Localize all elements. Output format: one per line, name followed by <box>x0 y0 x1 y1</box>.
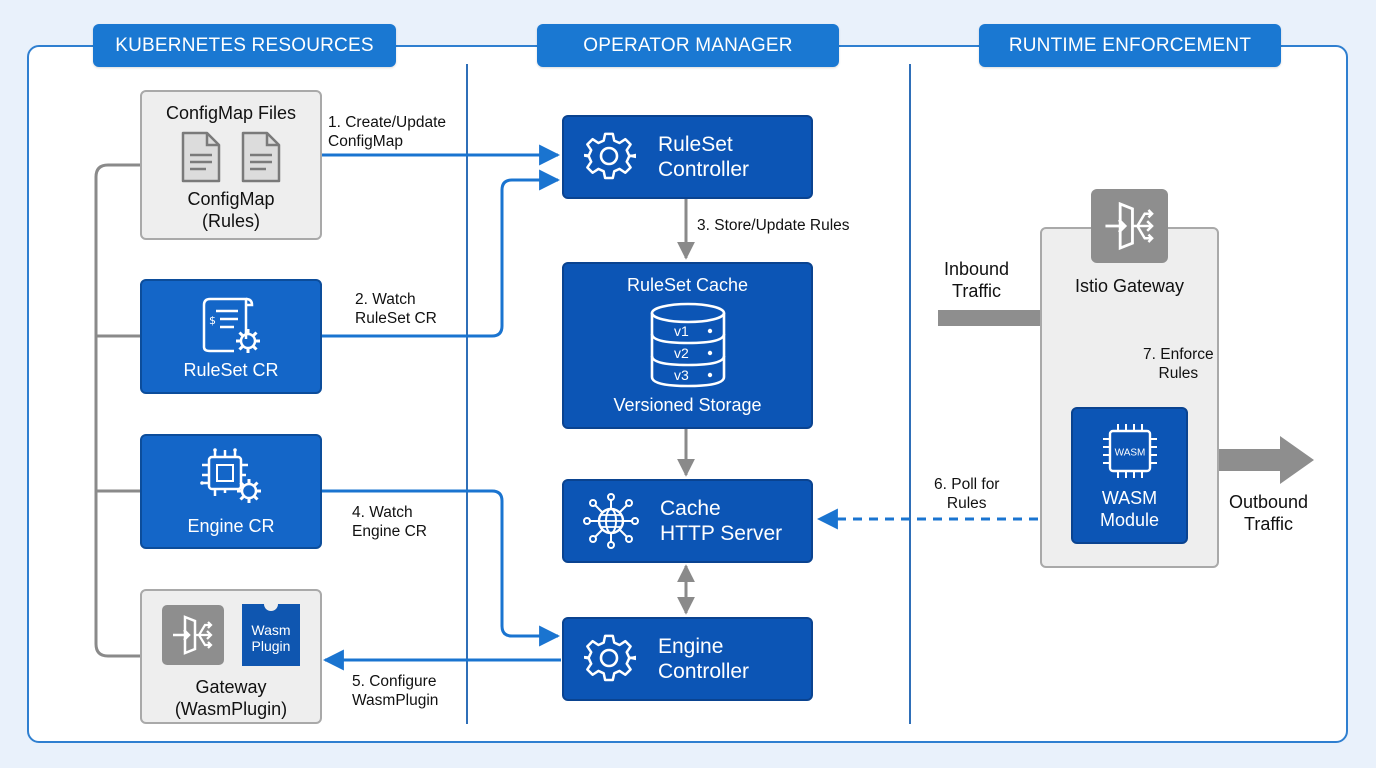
gateway-node[interactable]: Wasm Plugin Gateway (WasmPlugin) <box>140 589 322 724</box>
gear-icon <box>584 132 636 180</box>
svg-text:$: $ <box>209 314 216 327</box>
section-header-operator: OPERATOR MANAGER <box>537 24 839 67</box>
globe-network-icon <box>583 493 639 549</box>
istio-gateway-label: Istio Gateway <box>1074 276 1185 296</box>
cache-version: v1 <box>674 323 689 339</box>
cache-version: v3 <box>674 367 689 383</box>
gear-icon <box>584 634 636 682</box>
document-icon <box>241 131 281 183</box>
configmap-files-label: ConfigMap Files <box>165 103 297 123</box>
gateway-icons: Wasm Plugin <box>162 604 300 666</box>
ruleset-controller-label: RuleSet Controller <box>658 133 750 181</box>
inbound-traffic-label: Inbound Traffic <box>944 259 1010 301</box>
circuit-gear-icon <box>200 447 261 503</box>
ruleset-controller-node[interactable]: RuleSet Controller <box>562 115 813 199</box>
arrow-watch-engine <box>322 489 561 647</box>
step-2-label: 2. Watch RuleSet CR <box>355 291 437 327</box>
ruleset-cr-label: RuleSet CR <box>183 359 279 380</box>
gateway-label: Gateway (WasmPlugin) <box>174 677 288 719</box>
configmap-rules-label: ConfigMap (Rules) <box>187 189 275 231</box>
step-3-label: 3. Store/Update Rules <box>697 217 850 234</box>
section-header-kubernetes: KUBERNETES RESOURCES <box>93 24 396 67</box>
wasm-plugin-badge-label: Wasm Plugin <box>251 622 291 654</box>
configmap-node[interactable]: ConfigMap Files ConfigMap (Rules) <box>140 90 322 240</box>
outbound-traffic-label: Outbound Traffic <box>1229 492 1309 534</box>
step-1-label: 1. Create/Update ConfigMap <box>328 114 447 150</box>
step-6-label: 6. Poll for Rules <box>934 476 1000 512</box>
step-5-label: 5. Configure WasmPlugin <box>352 673 439 709</box>
cache-http-server-label: Cache HTTP Server <box>660 497 783 545</box>
gateway-split-icon <box>162 605 224 665</box>
cache-http-server-node[interactable]: Cache HTTP Server <box>562 479 813 563</box>
scroll-gear-icon: $ <box>202 297 260 353</box>
arrow-outbound-traffic <box>1188 436 1314 484</box>
engine-cr-node[interactable]: Engine CR <box>140 434 322 549</box>
wasm-plugin-badge: Wasm Plugin <box>242 604 300 666</box>
document-icon <box>181 131 221 183</box>
chip-icon: WASM <box>1102 424 1157 478</box>
step-7-label: 7. Enforce Rules <box>1143 346 1214 382</box>
wasm-module-node[interactable]: WASM WASM Module <box>1071 407 1188 544</box>
cache-version: v2 <box>674 345 689 361</box>
database-icon: v1 v2 v3 <box>650 302 725 388</box>
istio-gateway-container[interactable]: Istio Gateway <box>1040 227 1219 568</box>
resource-bracket <box>94 163 140 658</box>
wasm-module-label: WASM Module <box>1099 488 1160 530</box>
engine-controller-label: Engine Controller <box>658 635 750 683</box>
arrow-watch-ruleset <box>322 169 561 338</box>
section-divider <box>909 64 911 724</box>
ruleset-cr-node[interactable]: $ RuleSet CR <box>140 279 322 394</box>
ruleset-cache-label: RuleSet Cache <box>626 275 749 295</box>
engine-cr-label: Engine CR <box>187 515 275 536</box>
engine-controller-node[interactable]: Engine Controller <box>562 617 813 701</box>
step-4-label: 4. Watch Engine CR <box>352 504 427 540</box>
section-header-runtime: RUNTIME ENFORCEMENT <box>979 24 1281 67</box>
ruleset-cache-node[interactable]: RuleSet Cache v1 v2 v3 Versioned Storage <box>562 262 813 429</box>
section-divider <box>466 64 468 724</box>
versioned-storage-label: Versioned Storage <box>613 395 762 415</box>
gateway-split-icon <box>1091 189 1168 263</box>
chip-label: WASM <box>1114 448 1145 459</box>
configmap-icons <box>179 131 283 183</box>
